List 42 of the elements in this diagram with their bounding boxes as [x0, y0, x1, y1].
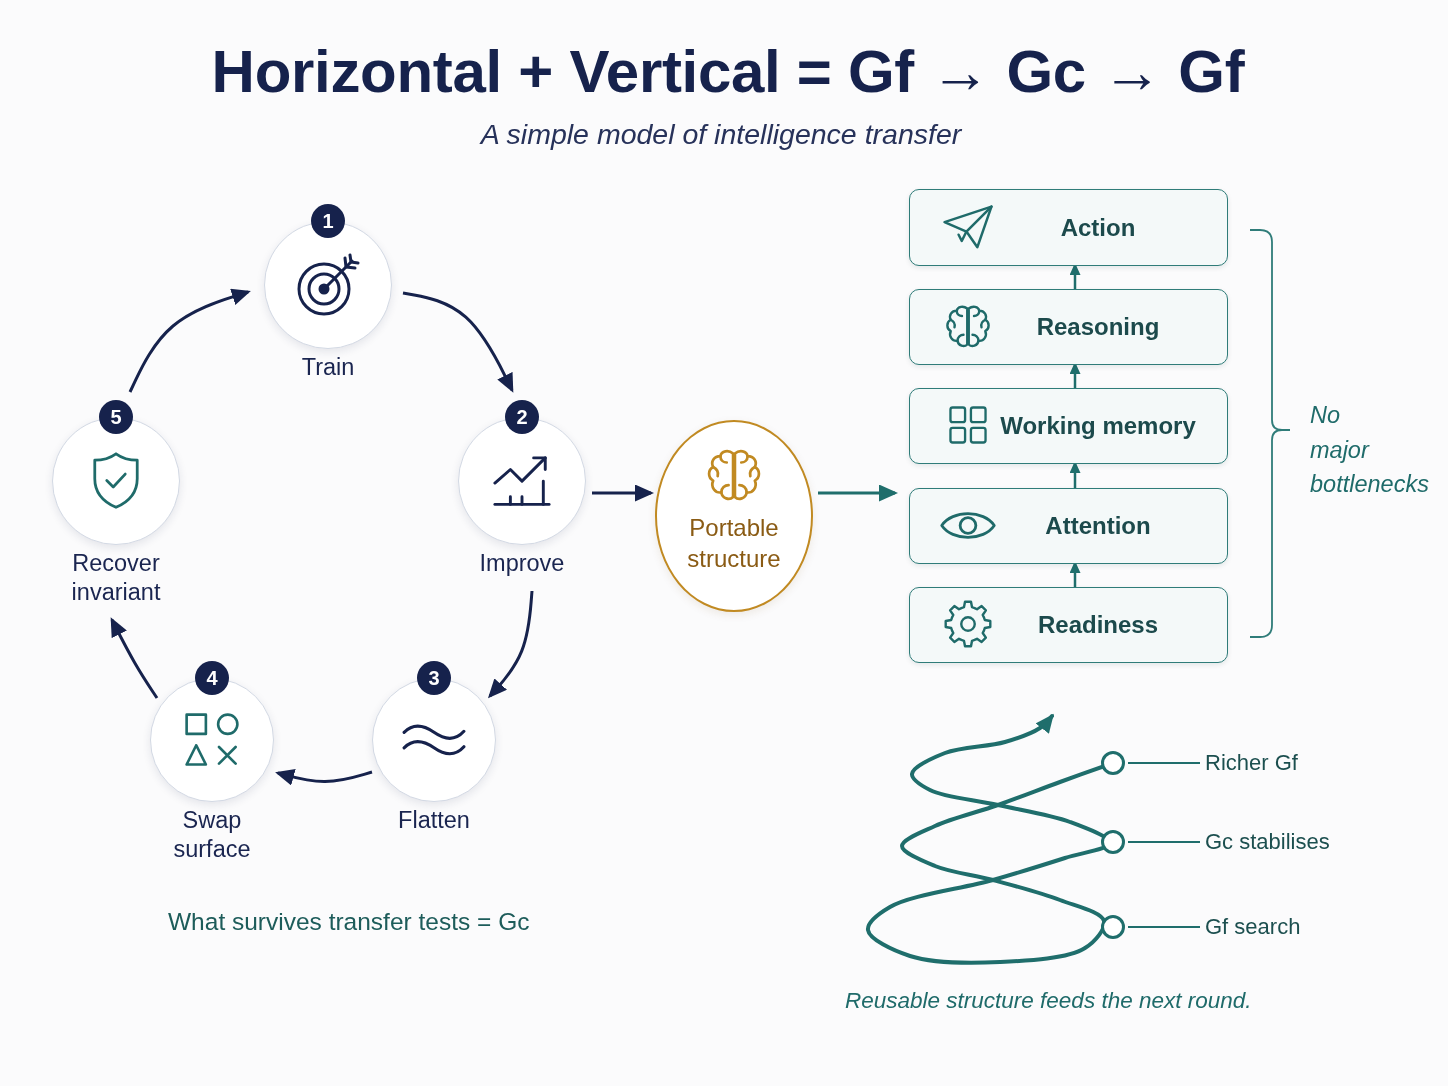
- step-number: 5: [99, 400, 133, 434]
- subtitle: A simple model of intelligence transfer: [480, 117, 962, 153]
- layer-box: [909, 189, 1228, 266]
- title: Horizontal + Vertical = Gf → Gc → Gf: [211, 37, 1245, 107]
- step-label: Train: [301, 353, 355, 382]
- arrow: [592, 484, 654, 502]
- ring-icon: [1101, 830, 1125, 854]
- leader-line: [1127, 926, 1201, 928]
- layer-label: Attention: [1045, 511, 1151, 541]
- layer-box: [909, 388, 1228, 464]
- layer-box: [909, 488, 1228, 564]
- arrow: [275, 769, 373, 786]
- step-number: 2: [505, 400, 539, 434]
- bracket-label: No major bottlenecks: [1310, 401, 1429, 499]
- ring-icon: [1101, 915, 1125, 939]
- layer-label: Working memory: [1000, 411, 1196, 441]
- ring-icon: [1101, 751, 1125, 775]
- leader-line: [1127, 762, 1201, 764]
- layer-box: [909, 587, 1228, 663]
- step-label: Flatten: [398, 806, 470, 835]
- arrow: [128, 288, 251, 393]
- step-number: 4: [195, 661, 229, 695]
- spiral-label: Gc stabilises: [1205, 828, 1330, 856]
- step-number: 1: [311, 204, 345, 238]
- step-label: Swap surface: [173, 806, 251, 864]
- step-label: Improve: [479, 549, 565, 578]
- layer-label: Readiness: [1037, 610, 1159, 640]
- leader-line: [1127, 841, 1201, 843]
- arrow: [488, 590, 534, 699]
- spiral-label: Gf search: [1205, 913, 1301, 941]
- arrow: [110, 617, 159, 699]
- layer-label: Action: [1060, 212, 1136, 243]
- arrow: [818, 484, 898, 502]
- summary-note: What survives transfer tests = Gc: [168, 906, 530, 937]
- layer-label: Reasoning: [1036, 312, 1160, 342]
- step-label: Recover invariant: [71, 549, 161, 607]
- arrow: [402, 291, 514, 393]
- step-number: 3: [417, 661, 451, 695]
- node-label: Portable structure: [687, 513, 781, 575]
- spiral-label: Richer Gf: [1205, 749, 1298, 777]
- layer-box: [909, 289, 1228, 365]
- caption-note: Reusable structure feeds the next round.: [845, 986, 1252, 1015]
